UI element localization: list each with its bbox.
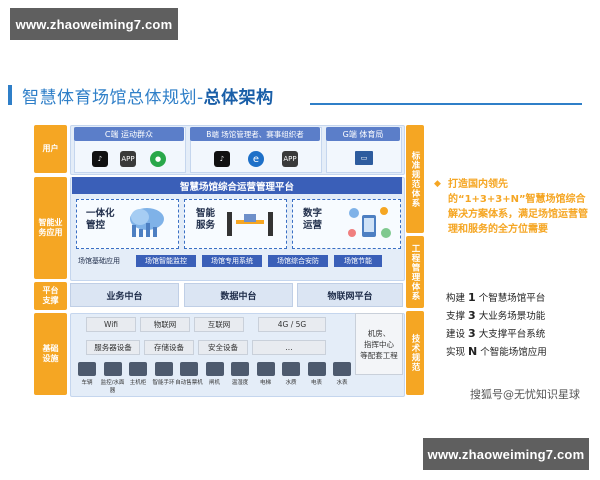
app-icon: APP (282, 151, 298, 167)
bullet-text: 打造国内领先的“1+3+3+N”智慧场馆综合解决方案体系，满足场馆运营管理和服务… (448, 179, 588, 235)
right-label-tech: 技术规范 (406, 311, 424, 395)
stmt-3: 建设 3 大支撑平台系统 (446, 327, 546, 340)
right-label-engineering: 工程管理体系 (406, 236, 424, 308)
title-main: 智慧体育场馆总体规划- (22, 88, 204, 108)
platform-business: 业务中台 (70, 283, 179, 307)
left-label-platform: 平台支撑 (34, 282, 67, 310)
infra-storage: 存储设备 (144, 340, 194, 355)
watermark-bottom: www.zhaoweiming7.com (423, 438, 589, 470)
app-icon: APP (120, 151, 136, 167)
user-card-c-header: C端 运动群众 (74, 127, 184, 141)
stmt-1: 构建 1 个智慧场馆平台 (446, 291, 546, 304)
title-underline (310, 103, 582, 105)
right-label-standards: 标准规范体系 (406, 125, 424, 233)
tiktok-icon: ♪ (214, 151, 230, 167)
tag-security: 场馆综合安防 (268, 255, 328, 267)
device-icon-8 (282, 362, 300, 376)
page-title: 智慧体育场馆总体规划-总体架构 (22, 83, 274, 108)
source-credit: 搜狐号@无忧知识星球 (470, 388, 580, 401)
device-icon-5 (205, 362, 224, 376)
left-label-infra: 基础设施 (34, 313, 67, 395)
infra-4g5g: 4G / 5G (258, 317, 326, 332)
device-label-6: 温湿度 (231, 380, 249, 386)
device-label-7: 电梯 (259, 380, 271, 386)
platform-iot: 物联网平台 (297, 283, 403, 307)
device-label-9: 电表 (310, 380, 322, 386)
infra-more: ... (252, 340, 326, 355)
device-label-8: 水质 (285, 380, 297, 386)
device-label-5: 闸机 (208, 380, 220, 386)
gate-icon (224, 208, 276, 238)
diamond-icon: ◆ (434, 179, 441, 189)
infra-internet: 互联网 (194, 317, 244, 332)
device-label-3: 智能手环 (152, 380, 175, 386)
base-app-label: 场馆基础应用 (78, 257, 120, 265)
ie-icon: e (248, 151, 264, 167)
digital-ops-icon (344, 203, 394, 243)
infra-security: 安全设备 (198, 340, 248, 355)
pc-icon: ▭ (355, 151, 373, 165)
left-label-apps: 智能业务应用 (34, 177, 67, 279)
device-label-2: 主机柜 (129, 380, 147, 386)
device-icon-7 (256, 362, 275, 376)
app-box-integrated-label: 一体化 管控 (86, 208, 115, 231)
watermark-top: www.zhaoweiming7.com (10, 8, 178, 40)
cloud-icon (126, 203, 168, 243)
tag-special-system: 场馆专用系统 (202, 255, 262, 267)
infra-wifi: Wifi (86, 317, 136, 332)
device-label-10: 水表 (336, 380, 348, 386)
device-icon-4 (180, 362, 198, 376)
stmt-2: 支撑 3 大业务场景功能 (446, 309, 546, 322)
device-label-0: 车辆 (81, 380, 93, 386)
title-accent-bar (8, 85, 12, 105)
platform-title: 智慧场馆综合运营管理平台 (72, 177, 402, 194)
tiktok-icon: ♪ (92, 151, 108, 167)
device-icon-10 (333, 362, 351, 376)
device-icon-6 (231, 362, 249, 376)
device-icon-3 (154, 362, 173, 376)
infra-iot: 物联网 (140, 317, 190, 332)
device-icon-0 (78, 362, 96, 376)
wechat-icon: ● (150, 151, 166, 167)
user-card-g-header: G端 体育局 (326, 127, 400, 141)
stmt-4: 实现 N 个智能场馆应用 (446, 345, 547, 358)
device-icon-1 (103, 362, 122, 376)
user-card-b-header: B端 场馆管理者、赛事组织者 (190, 127, 320, 141)
left-label-users: 用户 (34, 125, 67, 173)
device-icon-9 (307, 362, 326, 376)
tag-energy: 场馆节能 (334, 255, 382, 267)
title-bold: 总体架构 (203, 88, 274, 108)
infra-machine-room: 机房、 指挥中心 等配套工程 (355, 313, 403, 375)
app-box-service-label: 智能 服务 (196, 208, 216, 231)
platform-data: 数据中台 (184, 283, 293, 307)
device-label-1: 监控/水面器 (100, 380, 125, 394)
app-box-operation-label: 数字 运营 (303, 208, 323, 231)
device-label-4: 自动售票机 (175, 380, 203, 386)
device-icon-2 (129, 362, 147, 376)
tag-monitoring: 场馆智能监控 (136, 255, 196, 267)
infra-server: 服务器设备 (86, 340, 140, 355)
